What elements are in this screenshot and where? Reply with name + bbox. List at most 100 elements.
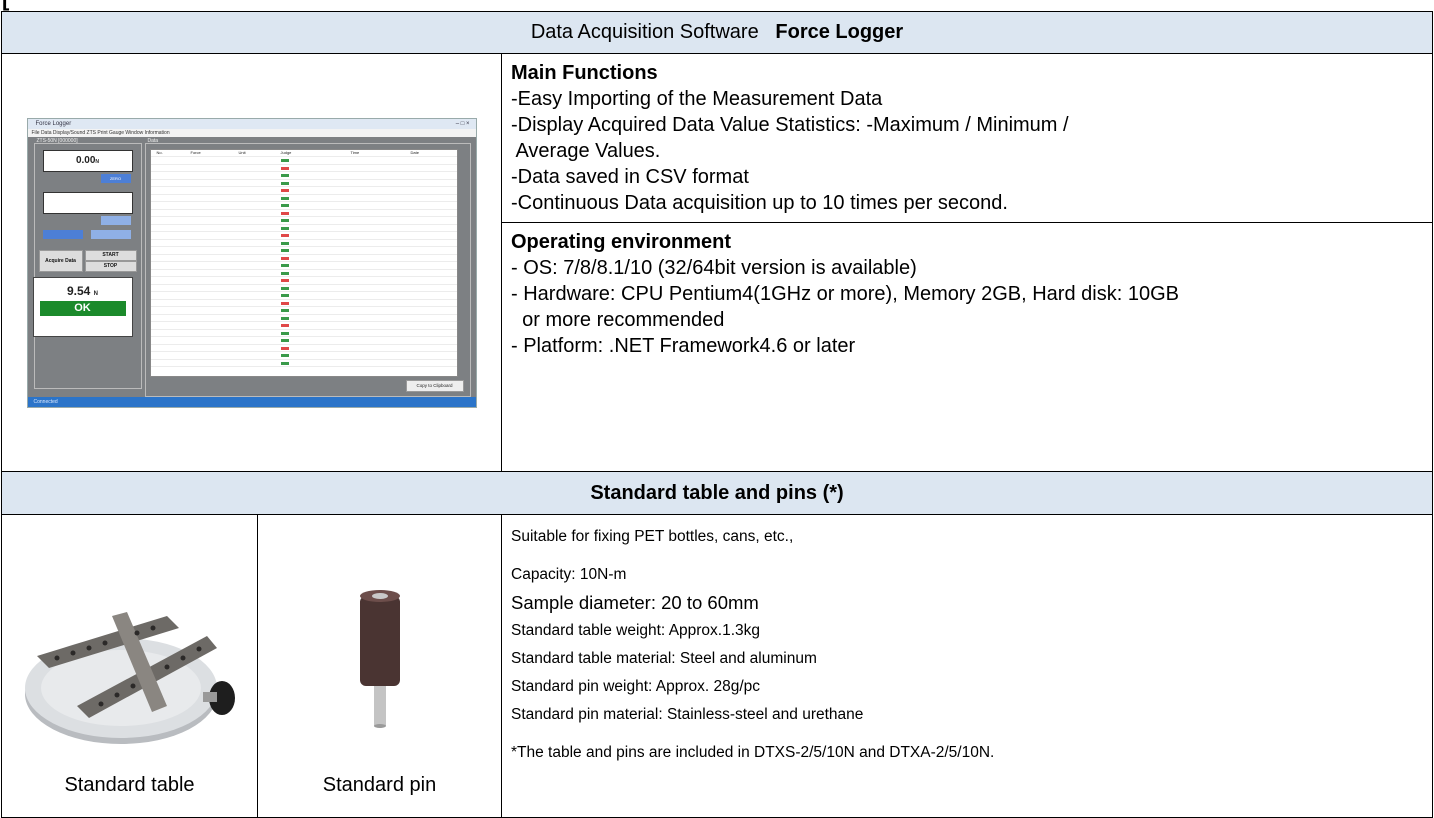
software-header: Data Acquisition Software Force Logger bbox=[0, 11, 1434, 54]
grid-judge-mark bbox=[280, 234, 289, 237]
spec-line: Standard table weight: Approx.1.3kg bbox=[511, 622, 761, 639]
grid-judge-mark bbox=[280, 361, 289, 365]
standard-pin-image bbox=[359, 590, 400, 728]
main-function-item: Average Values. bbox=[511, 140, 661, 162]
grid-header-cell: Force bbox=[190, 149, 201, 155]
standard-table-header: Standard table and pins (*) bbox=[0, 471, 1434, 515]
grid-row bbox=[150, 292, 457, 300]
grid-judge-mark bbox=[280, 286, 289, 290]
software-screenshot: Force Logger– □ × File Data Display/Soun… bbox=[26, 117, 477, 408]
start-button: START bbox=[84, 249, 137, 261]
grid-judge-mark bbox=[280, 159, 289, 162]
environment-item: or more recommended bbox=[511, 309, 725, 331]
grid-row bbox=[150, 315, 457, 322]
grid-row bbox=[150, 277, 457, 285]
grid-judge-mark bbox=[280, 241, 289, 245]
right-action-button bbox=[90, 229, 131, 239]
data-label: Data bbox=[147, 137, 159, 144]
grid-judge-mark bbox=[280, 249, 289, 252]
grid-row bbox=[150, 255, 457, 262]
secondary-display bbox=[42, 191, 133, 214]
grid-header-cell: Judge bbox=[280, 149, 292, 155]
grid-judge-mark bbox=[280, 346, 289, 350]
result-ok-badge: OK bbox=[39, 300, 126, 316]
standard-table-caption: Standard table bbox=[64, 774, 195, 796]
grid-row bbox=[150, 300, 457, 307]
spec-line: Standard pin material: Stainless-steel a… bbox=[511, 706, 864, 723]
grid-judge-mark bbox=[280, 196, 289, 200]
grid-row bbox=[150, 322, 457, 330]
spec-table: Data Acquisition Software Force Logger F… bbox=[0, 11, 1434, 818]
grid-row bbox=[150, 352, 457, 360]
main-functions-cell: Main Functions -Easy Importing of the Me… bbox=[500, 53, 1434, 223]
grid-judge-mark bbox=[280, 294, 289, 297]
grid-judge-mark bbox=[280, 316, 289, 320]
grid-judge-mark bbox=[280, 189, 289, 192]
standard-table-image bbox=[24, 612, 235, 744]
grid-judge-mark bbox=[280, 226, 289, 230]
spec-line: Standard pin weight: Approx. 28g/pc bbox=[511, 678, 761, 695]
grid-judge-mark bbox=[280, 354, 289, 357]
spec-line: Standard table material: Steel and alumi… bbox=[511, 650, 817, 667]
grid-row bbox=[150, 337, 457, 345]
grid-judge-mark bbox=[280, 211, 289, 215]
grid-header-cell: Unit bbox=[238, 149, 246, 155]
acquire-data-button: Acquire Data bbox=[38, 249, 83, 272]
grid-row bbox=[150, 187, 457, 195]
grid-judge-mark bbox=[280, 204, 289, 207]
environment-item: - Platform: .NET Framework4.6 or later bbox=[511, 335, 856, 357]
grid-row bbox=[150, 217, 457, 225]
zero-button-2 bbox=[100, 215, 131, 225]
standard-specs-cell: Suitable for fixing PET bottles, cans, e… bbox=[500, 514, 1434, 818]
grid-row bbox=[150, 262, 457, 270]
standard-pin-photo-cell: Standard pin bbox=[257, 514, 502, 818]
header-product: Force Logger bbox=[775, 21, 904, 43]
header-prefix: Data Acquisition Software bbox=[530, 21, 759, 43]
app-menubar: File Data Display/Sound ZTS Print Gauge … bbox=[27, 128, 476, 137]
grid-row bbox=[150, 345, 457, 352]
grid-row bbox=[150, 232, 457, 240]
main-function-item: -Continuous Data acquisition up to 10 ti… bbox=[511, 192, 1008, 214]
gauge-label: ZTS-50N [000000] bbox=[36, 137, 78, 144]
grid-judge-mark bbox=[280, 256, 289, 260]
zero-display: 0.00N bbox=[42, 149, 133, 172]
environment-item: - Hardware: CPU Pentium4(1GHz or more), … bbox=[511, 283, 1179, 305]
environment-item: - OS: 7/8/8.1/10 (32/64bit version is av… bbox=[511, 257, 917, 279]
page-code-strip: [ bbox=[0, 0, 1434, 14]
standard-pin-caption: Standard pin bbox=[322, 774, 437, 796]
app-statusbar: Connected bbox=[27, 396, 476, 407]
environment-cell: Operating environment - OS: 7/8/8.1/10 (… bbox=[500, 222, 1434, 472]
grid-row bbox=[150, 247, 457, 255]
grid-row bbox=[150, 172, 457, 180]
grid-judge-mark bbox=[280, 181, 289, 185]
stop-button: STOP bbox=[84, 260, 137, 272]
grid-row bbox=[150, 240, 457, 247]
spec-line: Sample diameter: 20 to 60mm bbox=[511, 592, 759, 613]
grid-header-cell: Date bbox=[410, 149, 419, 155]
grid-judge-mark bbox=[280, 166, 289, 170]
main-function-item: -Display Acquired Data Value Statistics:… bbox=[511, 114, 1069, 136]
grid-row bbox=[150, 285, 457, 292]
environment-heading: Operating environment bbox=[511, 231, 732, 253]
app-titlebar: Force Logger– □ × bbox=[27, 118, 476, 129]
grid-row bbox=[150, 180, 457, 187]
grid-row bbox=[150, 225, 457, 232]
result-value: 9.54 N bbox=[66, 283, 99, 298]
grid-judge-mark bbox=[280, 279, 289, 282]
copy-clipboard-button: Copy to Clipboard bbox=[405, 379, 464, 392]
grid-row bbox=[150, 307, 457, 315]
spec-line: *The table and pins are included in DTXS… bbox=[511, 744, 995, 761]
grid-judge-mark bbox=[280, 264, 289, 267]
zero-button: ZERO bbox=[100, 173, 131, 183]
grid-row bbox=[150, 165, 457, 172]
grid-row bbox=[150, 360, 457, 367]
software-screenshot-cell: Force Logger– □ × File Data Display/Soun… bbox=[1, 53, 502, 472]
grid-row bbox=[150, 195, 457, 202]
standard-table-photo-cell: Standard table bbox=[1, 514, 258, 818]
main-function-item: -Data saved in CSV format bbox=[511, 166, 749, 188]
spec-line: Capacity: 10N-m bbox=[511, 566, 627, 583]
main-function-item: -Easy Importing of the Measurement Data bbox=[511, 88, 883, 110]
